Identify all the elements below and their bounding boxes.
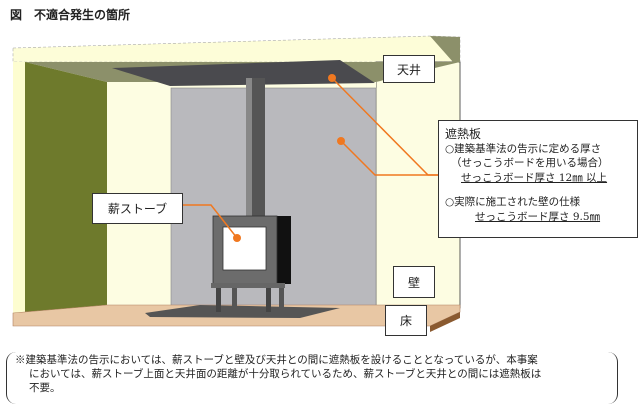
- shield-actual-thickness: せっこうボード厚さ 9.5㎜: [475, 210, 601, 223]
- footnote-line-2: においては、薪ストーブ上面と天井面の距離が十分取られているため、薪ストーブと天井…: [29, 368, 542, 380]
- shield-required-thickness: せっこうボード厚さ 12㎜ 以上: [461, 171, 608, 184]
- shield-actual: ○実際に施工された壁の仕様: [445, 196, 581, 208]
- panel-marker-dot: [337, 137, 345, 145]
- ceiling-marker-dot: [328, 74, 336, 82]
- hearth-plate: [145, 305, 340, 318]
- wood-stove: [211, 215, 291, 312]
- shield-heading: 遮熱板: [445, 127, 482, 141]
- footnote: ※建築基準法の告示においては、薪ストーブと壁及び天井との間に遮熱板を設けることと…: [6, 352, 618, 404]
- stove-marker-dot: [233, 234, 241, 242]
- figure-title: 図 不適合発生の箇所: [10, 8, 131, 22]
- stove-label: 薪ストーブ: [92, 193, 183, 224]
- shield-condition: （せっこうボードを用いる場合）: [451, 157, 609, 169]
- panel-leader-line: [340, 140, 438, 176]
- shield-requirement: ○建築基準法の告示に定める厚さ: [445, 142, 602, 155]
- footnote-line-3: 不要。: [29, 382, 61, 394]
- left-wall: [25, 62, 107, 312]
- heat-shield-callout: 遮熱板 ○建築基準法の告示に定める厚さ （せっこうボードを用いる場合） せっこう…: [438, 120, 638, 238]
- left-wall-edge: [13, 62, 25, 320]
- wall-label: 壁: [393, 266, 435, 298]
- footnote-line-1: ※建築基準法の告示においては、薪ストーブと壁及び天井との間に遮熱板を設けることと…: [15, 354, 538, 366]
- floor-label: 床: [385, 305, 427, 336]
- ceiling-label: 天井: [383, 55, 435, 83]
- ceiling-top: [12, 35, 461, 63]
- stove-leader-line: [183, 204, 238, 239]
- ceiling-plate: [112, 60, 375, 86]
